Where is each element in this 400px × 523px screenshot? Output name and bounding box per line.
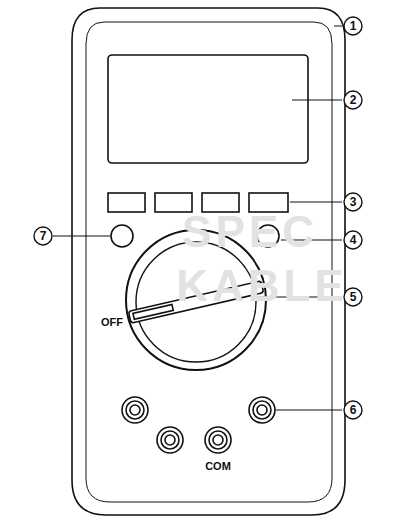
- housing-inner-edge: [86, 22, 332, 502]
- callout-number: 1: [350, 20, 357, 32]
- callout-number: 6: [350, 404, 357, 416]
- display-screen: [108, 55, 308, 163]
- input-jack: [249, 397, 275, 423]
- callout-circles: [34, 17, 362, 419]
- callout-number: 4: [350, 234, 357, 246]
- watermark: SPEC: [182, 210, 318, 254]
- callout-number: 7: [40, 230, 47, 242]
- leader-lines: [53, 26, 342, 410]
- switch-position-label: OFF: [101, 317, 123, 328]
- function-button: [108, 193, 145, 212]
- input-jack: [157, 427, 183, 453]
- callout-number: 2: [350, 94, 357, 106]
- housing-outline: [72, 8, 345, 515]
- round-button: [111, 225, 133, 247]
- input-jack: [122, 397, 148, 423]
- jack-label: COM: [205, 461, 231, 472]
- callout-number: 3: [350, 196, 357, 208]
- input-jack: [205, 427, 231, 453]
- watermark: KABLE: [176, 264, 348, 308]
- callout-number: 5: [350, 291, 357, 303]
